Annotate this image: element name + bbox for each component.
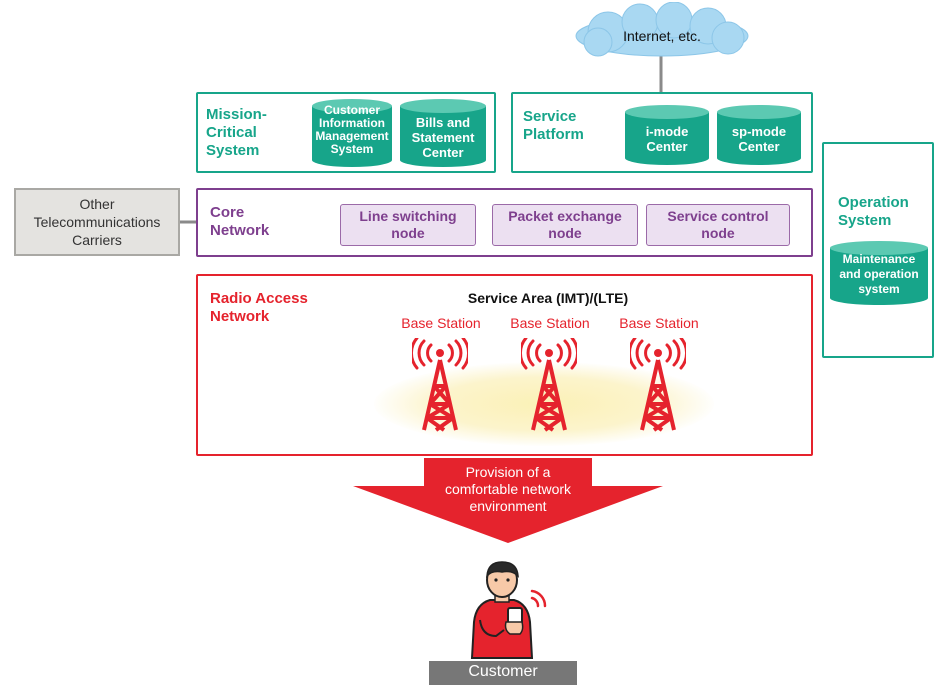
database-icon — [830, 241, 928, 305]
mission-critical-system-box: Mission- Critical System Customer Inform… — [196, 92, 496, 173]
database-icon — [717, 105, 801, 165]
customer-person-icon — [470, 561, 547, 659]
signal-icon — [630, 338, 686, 370]
tower-icon — [640, 359, 676, 432]
provision-arrow — [353, 458, 663, 543]
mission-critical-title: Mission- Critical System — [206, 106, 267, 159]
service-control-node: Service control node — [646, 204, 790, 246]
tower-icon — [422, 359, 458, 432]
database-icon — [312, 99, 392, 167]
line-switching-node: Line switching node — [340, 204, 476, 246]
database-icon — [400, 99, 486, 167]
customer-info-db-label: Customer Information Management System — [315, 103, 389, 156]
base-station-tower-2 — [521, 338, 577, 432]
imode-center-db-label: i-mode Center — [645, 124, 689, 154]
core-network-box: Core Network Line switching node Packet … — [196, 188, 813, 257]
spmode-center-db: sp-mode Center — [715, 104, 803, 166]
base-station-tower-1 — [412, 338, 468, 432]
service-platform-box: Service Platform i-mode Center sp-mode C… — [511, 92, 813, 173]
spmode-center-db-label: sp-mode Center — [731, 124, 787, 154]
other-carriers-box: Other Telecommunications Carriers — [14, 188, 180, 256]
imode-center-db: i-mode Center — [623, 104, 711, 166]
radio-access-network-box: Radio Access Network Service Area (IMT)/… — [196, 274, 813, 456]
tower-icon — [531, 359, 567, 432]
signal-icon — [412, 338, 468, 370]
customer-info-db: Customer Information Management System — [310, 98, 394, 168]
base-station-label-2: Base Station — [510, 315, 590, 331]
internet-label: Internet, etc. — [623, 28, 701, 44]
maintenance-system-db: Maintenance and operation system — [828, 240, 930, 306]
maintenance-system-db-label: Maintenance and operation system — [839, 252, 919, 296]
cloud-icon — [575, 1, 749, 57]
bills-center-db: Bills and Statement Center — [398, 98, 488, 168]
base-station-tower-3 — [630, 338, 686, 432]
packet-exchange-node: Packet exchange node — [492, 204, 638, 246]
phone-signal-icon — [530, 589, 547, 608]
operation-system-title: Operation System — [838, 194, 909, 229]
signal-icon — [521, 338, 577, 370]
service-area-label: Service Area (IMT)/(LTE) — [467, 290, 629, 306]
base-station-label-3: Base Station — [619, 315, 699, 331]
core-network-title: Core Network — [210, 204, 270, 239]
database-icon — [625, 105, 709, 165]
bills-center-db-label: Bills and Statement Center — [411, 115, 475, 160]
service-platform-title: Service Platform — [523, 108, 584, 143]
customer-label: Customer — [429, 661, 577, 685]
base-station-label-1: Base Station — [401, 315, 481, 331]
provision-label: Provision of a comfortable network envir… — [444, 464, 572, 514]
radio-access-title: Radio Access Network — [210, 290, 308, 325]
operation-system-box: Operation System Maintenance and operati… — [822, 142, 934, 358]
internet-cloud: Internet, etc. — [568, 1, 756, 62]
